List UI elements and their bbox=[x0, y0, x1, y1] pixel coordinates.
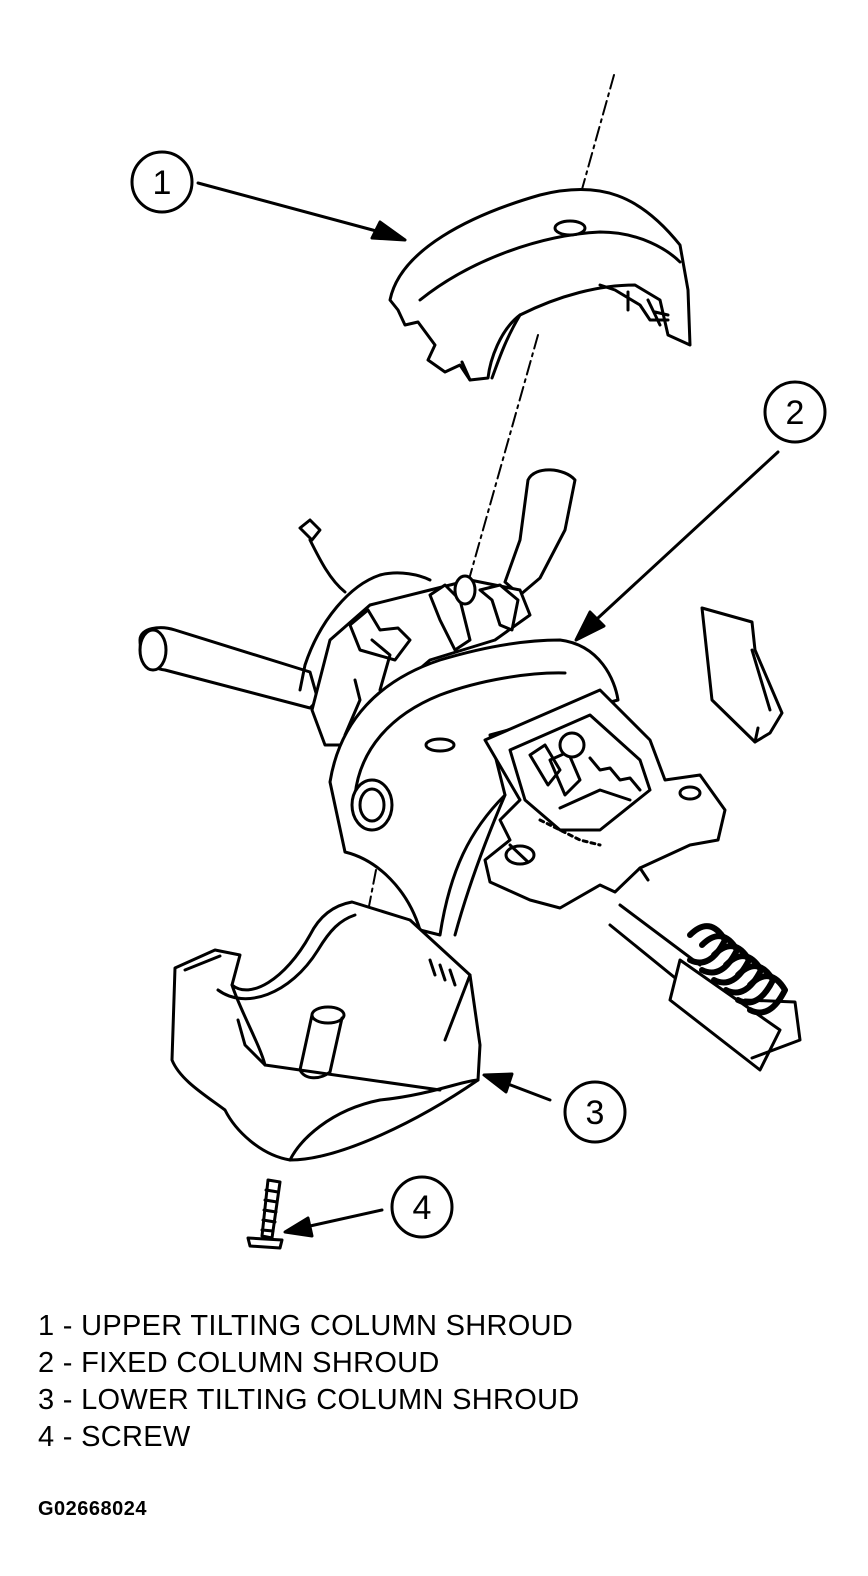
callout-3-number: 3 bbox=[586, 1094, 605, 1132]
shroud-clip bbox=[700, 606, 784, 744]
callout-1: 1 bbox=[130, 150, 194, 214]
callout-4: 4 bbox=[390, 1175, 454, 1239]
legend-item-2: 2 - FIXED COLUMN SHROUD bbox=[38, 1347, 440, 1379]
steering-shaft bbox=[608, 903, 802, 1072]
legend-item-3: 3 - LOWER TILTING COLUMN SHROUD bbox=[38, 1384, 580, 1416]
callout-3: 3 bbox=[563, 1080, 627, 1144]
callout-1-number: 1 bbox=[153, 164, 172, 202]
lower-tilting-column-shroud bbox=[170, 900, 482, 1162]
parts-legend: 1 - UPPER TILTING COLUMN SHROUD 2 - FIXE… bbox=[38, 1308, 580, 1456]
screw bbox=[246, 1178, 284, 1250]
legend-item-1: 1 - UPPER TILTING COLUMN SHROUD bbox=[38, 1310, 574, 1342]
upper-tilting-column-shroud bbox=[388, 187, 692, 382]
column-mounting-bracket bbox=[483, 688, 727, 910]
callout-2: 2 bbox=[763, 380, 827, 444]
exploded-view-diagram: 1 2 3 4 bbox=[130, 74, 827, 1250]
callout-2-number: 2 bbox=[786, 394, 805, 432]
leader-arrows bbox=[196, 181, 780, 1238]
switch-assembly bbox=[138, 468, 577, 747]
legend-item-4: 4 - SCREW bbox=[38, 1421, 191, 1453]
callout-4-number: 4 bbox=[413, 1189, 432, 1227]
corrugated-boot bbox=[687, 923, 788, 1016]
figure-id: G02668024 bbox=[38, 1498, 148, 1520]
